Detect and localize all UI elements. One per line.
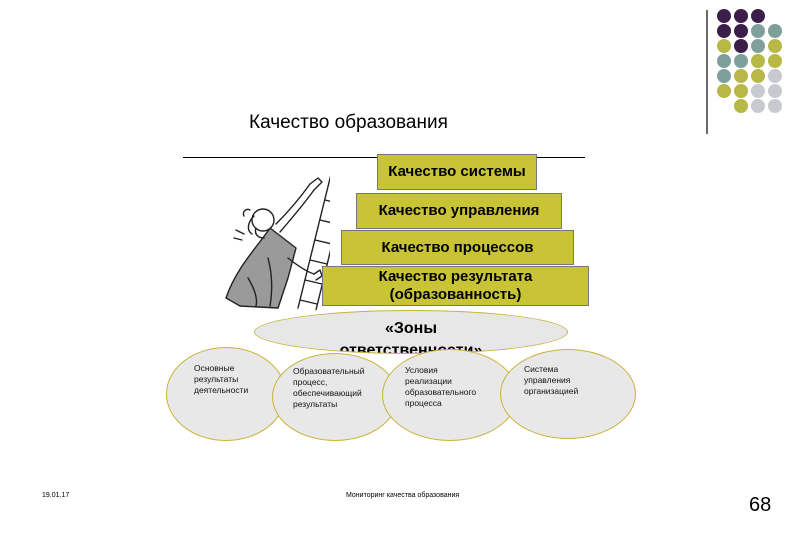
decorative-dot-grid	[717, 9, 801, 117]
area-label: Условия реализации образовательного проц…	[405, 365, 477, 408]
decorative-dot	[751, 54, 765, 68]
decorative-dot	[751, 39, 765, 53]
decorative-dot	[768, 84, 782, 98]
pyramid-step-system-quality: Качество системы	[377, 154, 537, 190]
pyramid-step-process-quality: Качество процессов	[341, 230, 574, 265]
decorative-dot	[734, 39, 748, 53]
decorative-dot	[717, 39, 731, 53]
decorative-dot	[717, 24, 731, 38]
decorative-dot	[751, 99, 765, 113]
decorative-dot	[734, 24, 748, 38]
decorative-dot	[717, 84, 731, 98]
area-educational-process: Образовательный процесс, обеспечивающий …	[272, 353, 398, 441]
decorative-dot	[717, 9, 731, 23]
decorative-dot	[734, 54, 748, 68]
area-label: Система управления организацией	[524, 364, 579, 396]
decorative-dot	[717, 54, 731, 68]
man-climbing-ladder-icon	[225, 175, 330, 310]
decorative-dot	[734, 69, 748, 83]
decorative-dot	[751, 84, 765, 98]
zones-label: «Зоны ответственности»	[339, 320, 483, 354]
decorative-dot	[768, 99, 782, 113]
zones-of-responsibility-ellipse: «Зоны ответственности»	[254, 310, 568, 354]
footer-date: 19.01.17	[42, 492, 70, 499]
decorative-dot	[768, 54, 782, 68]
pyramid-step-result-quality: Качество результата (образованность)	[322, 266, 589, 306]
footer-caption: Мониторинг качества образования	[346, 492, 460, 499]
vertical-divider	[706, 10, 708, 134]
page-number: 68	[749, 494, 772, 516]
decorative-dot	[768, 39, 782, 53]
decorative-dot	[717, 69, 731, 83]
decorative-dot	[751, 9, 765, 23]
decorative-dot	[768, 69, 782, 83]
area-management-system: Система управления организацией	[500, 349, 636, 439]
decorative-dot	[734, 99, 748, 113]
area-process-conditions: Условия реализации образовательного проц…	[382, 349, 518, 441]
area-main-results: Основные результаты деятельности	[166, 347, 286, 441]
decorative-dot	[734, 84, 748, 98]
decorative-dot	[751, 24, 765, 38]
slide-title: Качество образования	[249, 112, 448, 133]
decorative-dot	[768, 24, 782, 38]
decorative-dot	[734, 9, 748, 23]
area-label: Образовательный процесс, обеспечивающий …	[293, 366, 365, 409]
area-label: Основные результаты деятельности	[194, 363, 249, 395]
decorative-dot	[751, 69, 765, 83]
pyramid-step-management-quality: Качество управления	[356, 193, 562, 229]
